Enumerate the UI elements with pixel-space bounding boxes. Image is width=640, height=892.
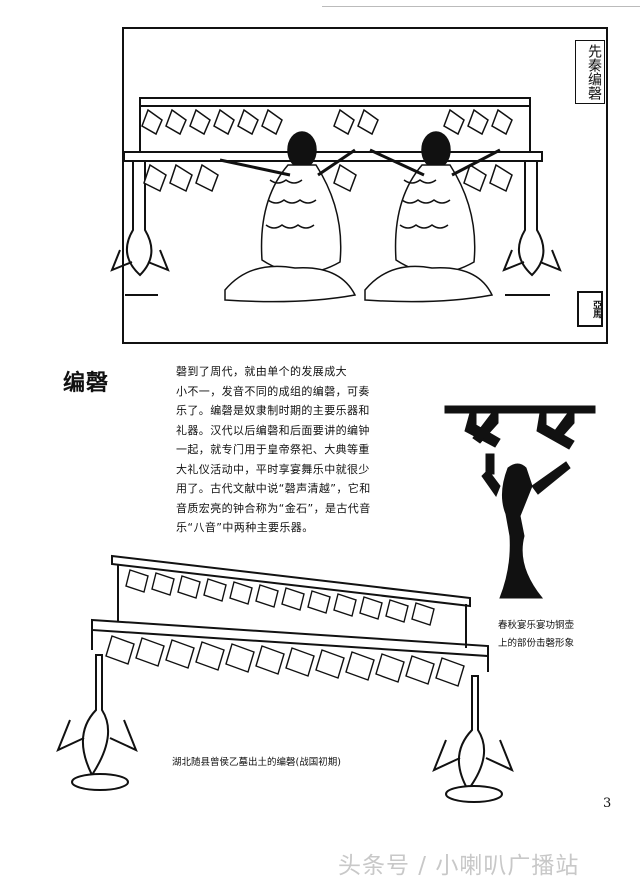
paragraph-line: 音质宏亮的钟合称为“金石”，是古代音	[176, 501, 371, 515]
paragraph-line: 礼器。汉代以后编磬和后面要讲的编钟	[176, 423, 370, 437]
top-illustration-frame	[122, 27, 608, 344]
paragraph-line: 乐“八音”中两种主要乐器。	[176, 521, 314, 534]
caption-line: 上的部份击磬形象	[498, 638, 575, 649]
paragraph-line: 大礼仪活动中，平时享宴舞乐中就很少	[176, 462, 370, 476]
bronze-figure-caption: 春秋宴乐宴功铜壶 上的部份击磬形象	[498, 617, 574, 653]
paragraph-line: 小不一，发音不同的成组的编磬，可奏	[176, 384, 370, 398]
top-rule	[322, 6, 640, 7]
page-number: 3	[603, 796, 612, 811]
article-paragraph: 磬到了周代，就由单个的发展成大 小不一，发音不同的成组的编磬，可奏 乐了。编磬是…	[176, 362, 376, 538]
illustration-vertical-title: 先秦编磬	[575, 40, 605, 104]
artist-seal: 亞馬	[577, 291, 603, 327]
paragraph-line: 用了。古代文献中说“磬声清越”，它和	[176, 482, 371, 495]
source-watermark: 头条号 / 小喇叭广播站	[338, 853, 580, 879]
caption-line: 春秋宴乐宴功铜壶	[498, 620, 575, 631]
paragraph-line: 磬到了周代，就由单个的发展成大	[176, 365, 347, 378]
paragraph-line: 一起，就专门用于皇帝祭祀、大典等重	[176, 443, 370, 456]
paragraph-line: 乐了。编磬是奴隶制时期的主要乐器和	[176, 404, 370, 417]
section-heading: 编磬	[63, 371, 110, 396]
rack-caption: 湖北随县曾侯乙墓出土的编磬(战国初期)	[172, 757, 341, 768]
